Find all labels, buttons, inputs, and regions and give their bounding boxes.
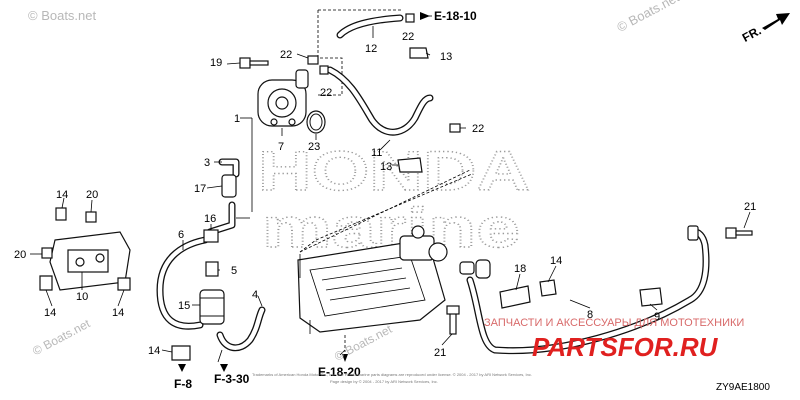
arrow-down-icon (220, 364, 228, 372)
clip-14-e (539, 279, 557, 297)
clip-14-a (55, 207, 67, 221)
callout-3: 3 (204, 157, 210, 169)
callout-14-b: 14 (44, 307, 56, 319)
clamp-9 (639, 287, 663, 307)
callout-21-bottom: 21 (434, 347, 446, 359)
clip-22-a (307, 55, 319, 65)
bolt-21-bottom (446, 305, 460, 335)
callout-13-upper: 13 (440, 51, 452, 63)
callout-7: 7 (278, 141, 284, 153)
callout-8: 8 (587, 309, 593, 321)
section-ref-bottom-left[interactable]: F-8 (174, 364, 192, 391)
clip-14-c (117, 277, 131, 291)
front-arrow-icon (762, 13, 790, 30)
clip-22-c (405, 13, 415, 23)
leader-lines (30, 15, 751, 363)
callout-20-b: 20 (14, 249, 26, 261)
joint-17 (221, 174, 237, 198)
copyright-line-2: Page design by © 2004 - 2017 by ARI Netw… (330, 379, 438, 384)
bolt-20-a (85, 211, 97, 223)
clamp-13-upper (409, 47, 429, 59)
callout-9: 9 (654, 311, 660, 323)
callout-20-a: 20 (86, 189, 98, 201)
callout-5: 5 (231, 265, 237, 277)
callout-22-a: 22 (280, 49, 292, 61)
fuel-filter-15 (199, 289, 225, 325)
joint-16 (203, 229, 219, 243)
guide-line-a (299, 169, 471, 253)
callout-21-right: 21 (744, 201, 756, 213)
callout-14-d: 14 (148, 345, 160, 357)
callout-14-a: 14 (56, 189, 68, 201)
vapor-separator-fitting (459, 261, 475, 275)
section-ref-bottom-center-label[interactable]: E-18-20 (318, 365, 361, 379)
section-ref-bottom-left-label[interactable]: F-8 (174, 377, 192, 391)
callout-22-c: 22 (402, 31, 414, 43)
bolt-20-b (41, 247, 53, 259)
callout-1: 1 (234, 113, 240, 125)
arrow-down-icon (178, 364, 186, 372)
group-bracket-left (317, 10, 343, 96)
callout-12: 12 (365, 43, 377, 55)
section-ref-top[interactable]: E-18-10 (420, 9, 477, 23)
section-ref-bottom-mid-label[interactable]: F-3-30 (214, 372, 250, 386)
honda-brand-watermark: HONDA (258, 139, 530, 202)
section-ref-bottom-center[interactable]: E-18-20 (318, 354, 361, 379)
shop-banner-logo: PARTSFOR.RU (532, 332, 719, 362)
vapor-separator-top-valve (399, 235, 435, 261)
connector-5 (205, 261, 219, 277)
callout-13-lower: 13 (380, 161, 392, 173)
guide-line-b (299, 173, 473, 253)
arrow-right-icon (420, 12, 430, 20)
clamp-18 (499, 285, 531, 309)
callout-22-d: 22 (472, 123, 484, 135)
callout-14-c: 14 (112, 307, 124, 319)
bolt-19 (239, 57, 269, 69)
callout-18: 18 (514, 263, 526, 275)
watermark-top-left: © Boats.net (28, 8, 97, 23)
clamp-13-lower (397, 157, 423, 173)
bolt-21-right (725, 227, 753, 239)
diagram-code: ZY9AE1800 (716, 382, 770, 393)
copyright-line-1: Trademarks of American Honda Motor Co., … (252, 372, 532, 377)
fuel-pump-outlet (295, 69, 309, 89)
watermark-bottom-left: © Boats.net (30, 316, 93, 358)
callout-6: 6 (178, 229, 184, 241)
section-ref-bottom-mid[interactable]: F-3-30 (214, 364, 250, 386)
clip-14-b (39, 275, 53, 291)
clip-22-b (319, 65, 329, 75)
callout-16: 16 (204, 213, 216, 225)
arrow-down-icon (342, 354, 348, 362)
callout-11: 11 (371, 147, 382, 159)
shop-banner-tagline: ЗАПЧАСТИ И АКСЕССУАРЫ ДЛЯ МОТОТЕХНИКИ (484, 317, 744, 329)
hose-end-fitting (687, 225, 699, 241)
section-ref-top-label[interactable]: E-18-10 (434, 9, 477, 23)
fuel-pump-assembly (257, 69, 309, 127)
callout-10: 10 (76, 291, 88, 303)
callouts: 1 3 4 5 6 7 8 9 10 11 12 13 13 14 14 14 … (14, 31, 756, 359)
callout-14-e: 14 (550, 255, 562, 267)
vapor-separator (297, 225, 491, 334)
callout-4: 4 (252, 289, 258, 301)
callout-15: 15 (178, 300, 190, 312)
clip-14-d (171, 345, 191, 361)
callout-17: 17 (194, 183, 206, 195)
callout-23: 23 (308, 141, 320, 153)
front-direction-indicator: FR. (740, 13, 790, 45)
callout-22-b: 22 (320, 87, 332, 99)
callout-19: 19 (210, 57, 222, 69)
front-direction-label: FR. (740, 23, 764, 44)
watermark-top-right: © Boats.net (614, 0, 682, 35)
clip-22-d (449, 123, 461, 133)
